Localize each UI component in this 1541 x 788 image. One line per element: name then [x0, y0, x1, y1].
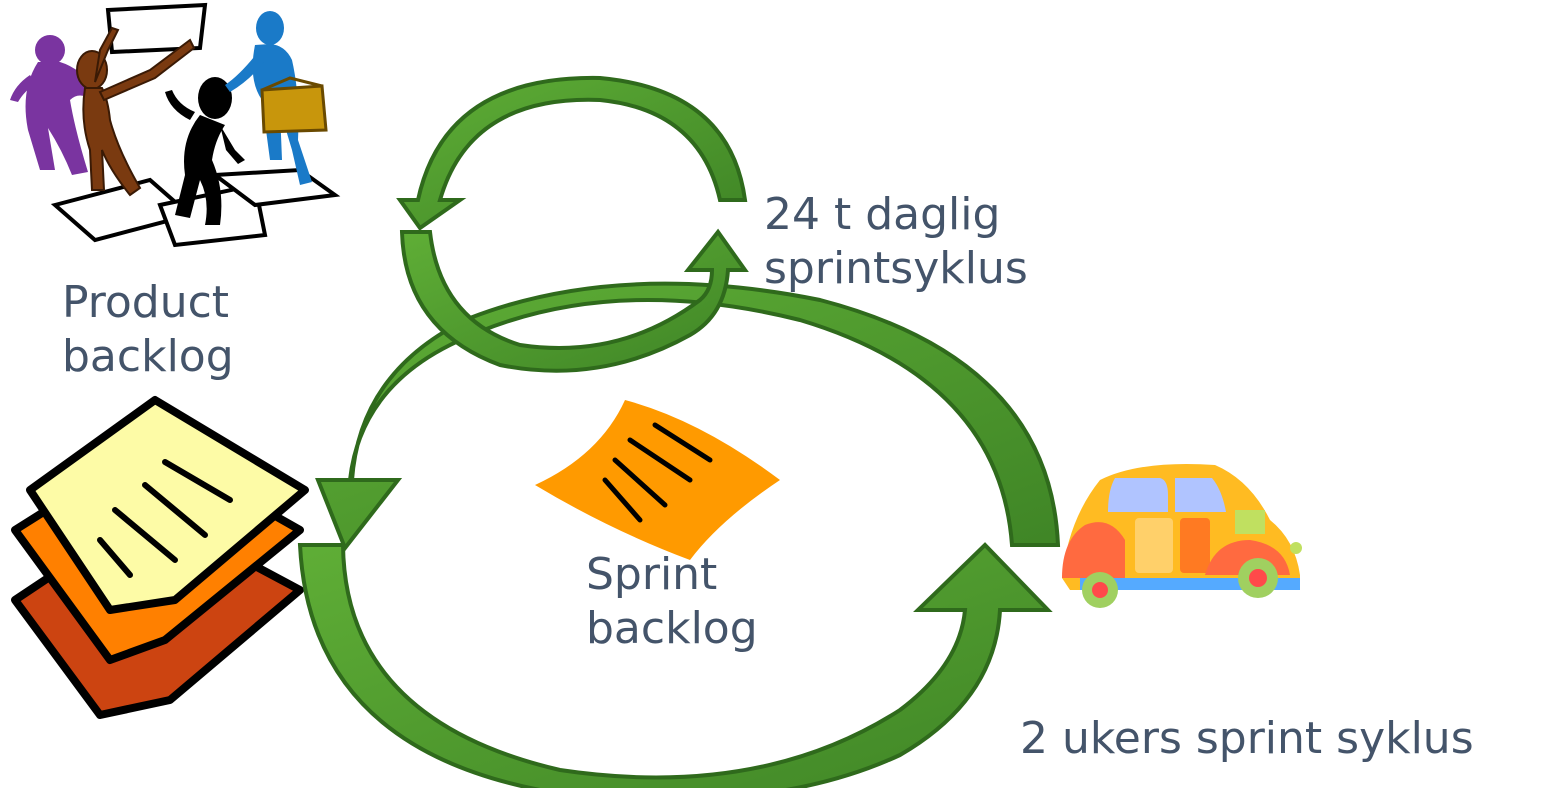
daily-cycle-line-2: sprintsyklus	[764, 243, 1028, 294]
product-backlog-label: Product backlog	[62, 276, 234, 384]
paper-stack-icon	[11, 396, 309, 719]
daily-cycle-line-1: 24 t daglig	[764, 189, 1001, 240]
product-backlog-line-1: Product	[62, 277, 230, 328]
daily-cycle-label: 24 t daglig sprintsyklus	[764, 188, 1028, 296]
product-backlog-line-2: backlog	[62, 331, 234, 382]
sprint-backlog-line-1: Sprint	[586, 549, 718, 600]
sprint-backlog-line-2: backlog	[586, 603, 758, 654]
car-icon	[1062, 464, 1302, 608]
sprint-backlog-label: Sprint backlog	[586, 548, 758, 656]
two-week-cycle-label: 2 ukers sprint syklus	[1020, 713, 1474, 764]
team-illustration	[10, 2, 341, 248]
note-icon	[535, 400, 780, 560]
cycle-arrow-icon	[297, 75, 1061, 788]
